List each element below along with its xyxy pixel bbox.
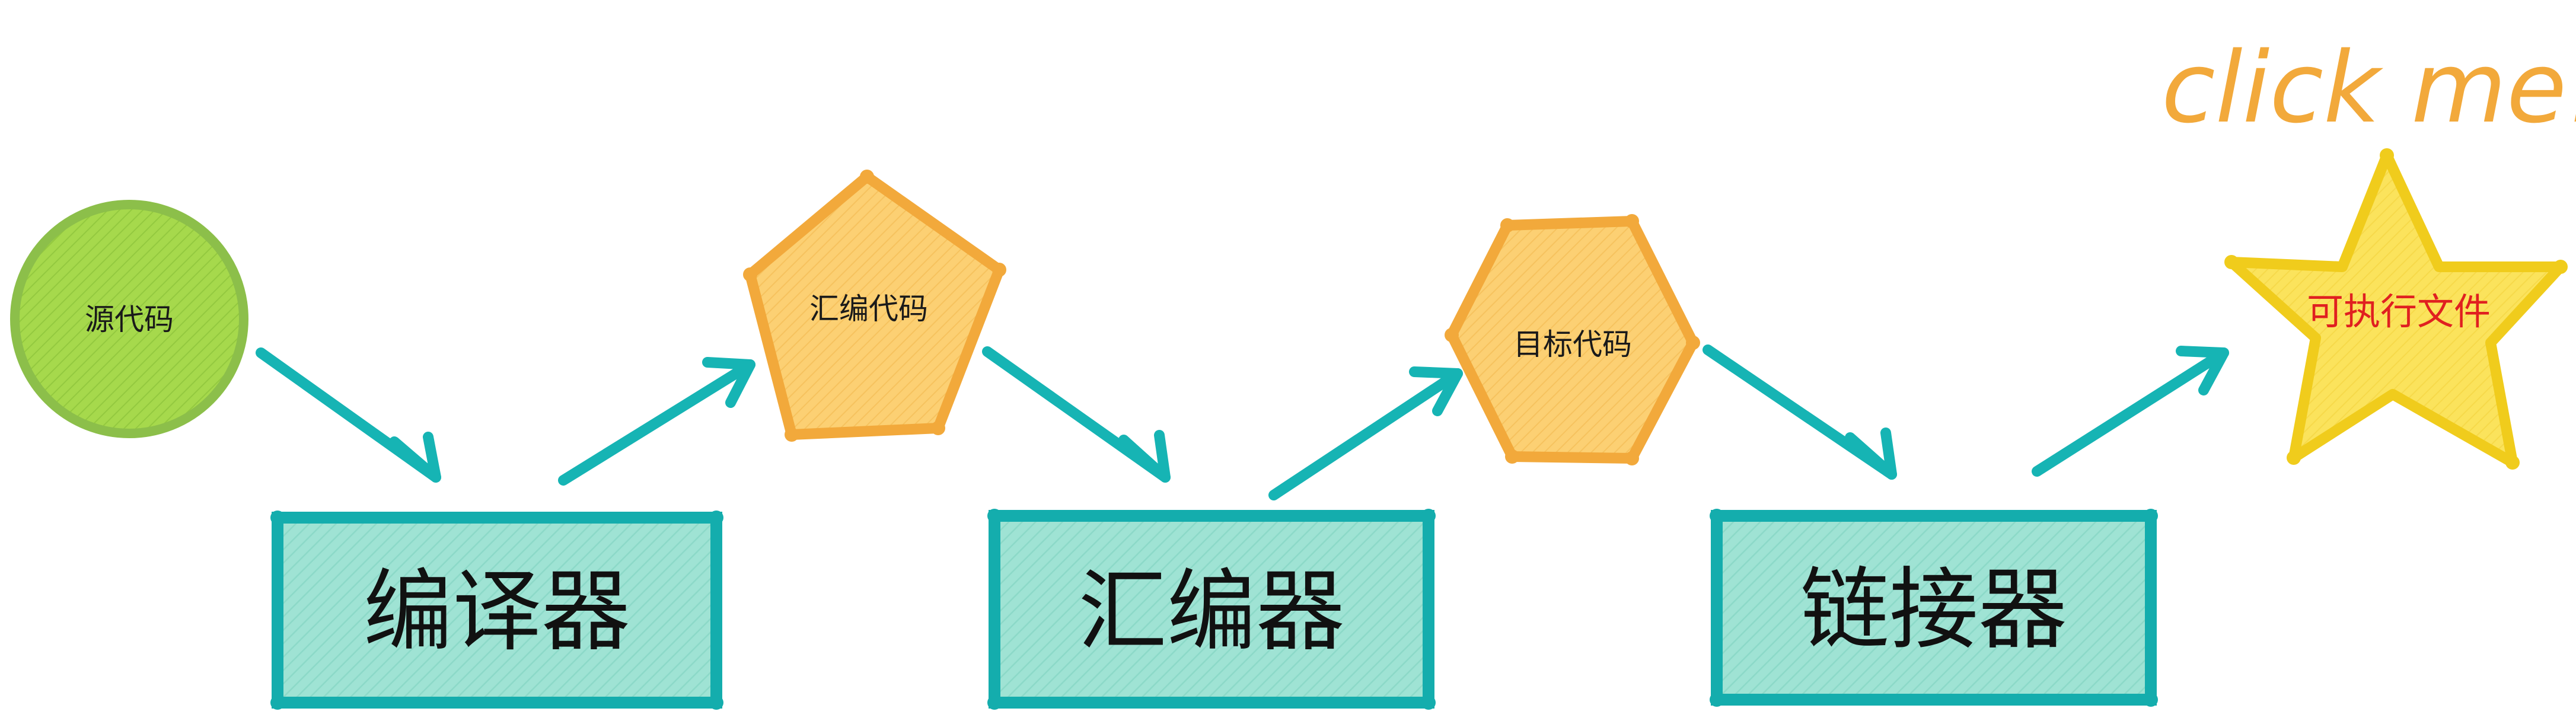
arrow-assembler-to-object bbox=[1268, 366, 1463, 500]
assembly-code-node: 汇编代码 bbox=[743, 170, 1006, 442]
source-code-node: 源代码 bbox=[10, 200, 248, 438]
linker-node: 链接器 bbox=[1710, 509, 2158, 707]
linker-box bbox=[1711, 510, 2157, 706]
source-code-circle bbox=[10, 200, 248, 438]
click-me-hint[interactable]: click me! bbox=[2161, 31, 2576, 145]
assembly-code-label: 汇编代码 bbox=[809, 292, 928, 326]
arrow-object-to-linker bbox=[1703, 344, 1897, 480]
assembler-box bbox=[989, 510, 1434, 709]
arrow-source-to-compiler bbox=[256, 347, 441, 483]
executable-label: 可执行文件 bbox=[2307, 290, 2491, 333]
assembler-label: 汇编器 bbox=[1078, 560, 1345, 663]
executable-star bbox=[2226, 150, 2566, 468]
executable-star-node[interactable]: 可执行文件 bbox=[2224, 148, 2568, 470]
object-code-node: 目标代码 bbox=[1445, 214, 1700, 465]
compiler-label: 编译器 bbox=[364, 560, 630, 663]
assembler-node: 汇编器 bbox=[987, 509, 1436, 710]
arrow-linker-to-executable bbox=[2032, 346, 2229, 477]
compiler-box bbox=[272, 512, 722, 709]
object-code-label: 目标代码 bbox=[1513, 327, 1632, 362]
assembly-code-pentagon bbox=[745, 171, 1005, 440]
linker-label: 链接器 bbox=[1800, 559, 2067, 662]
compiler-node: 编译器 bbox=[270, 511, 723, 710]
arrow-assembly-to-assembler bbox=[982, 346, 1171, 483]
arrow-compiler-to-assembly bbox=[558, 357, 755, 486]
source-code-label: 源代码 bbox=[85, 302, 174, 337]
